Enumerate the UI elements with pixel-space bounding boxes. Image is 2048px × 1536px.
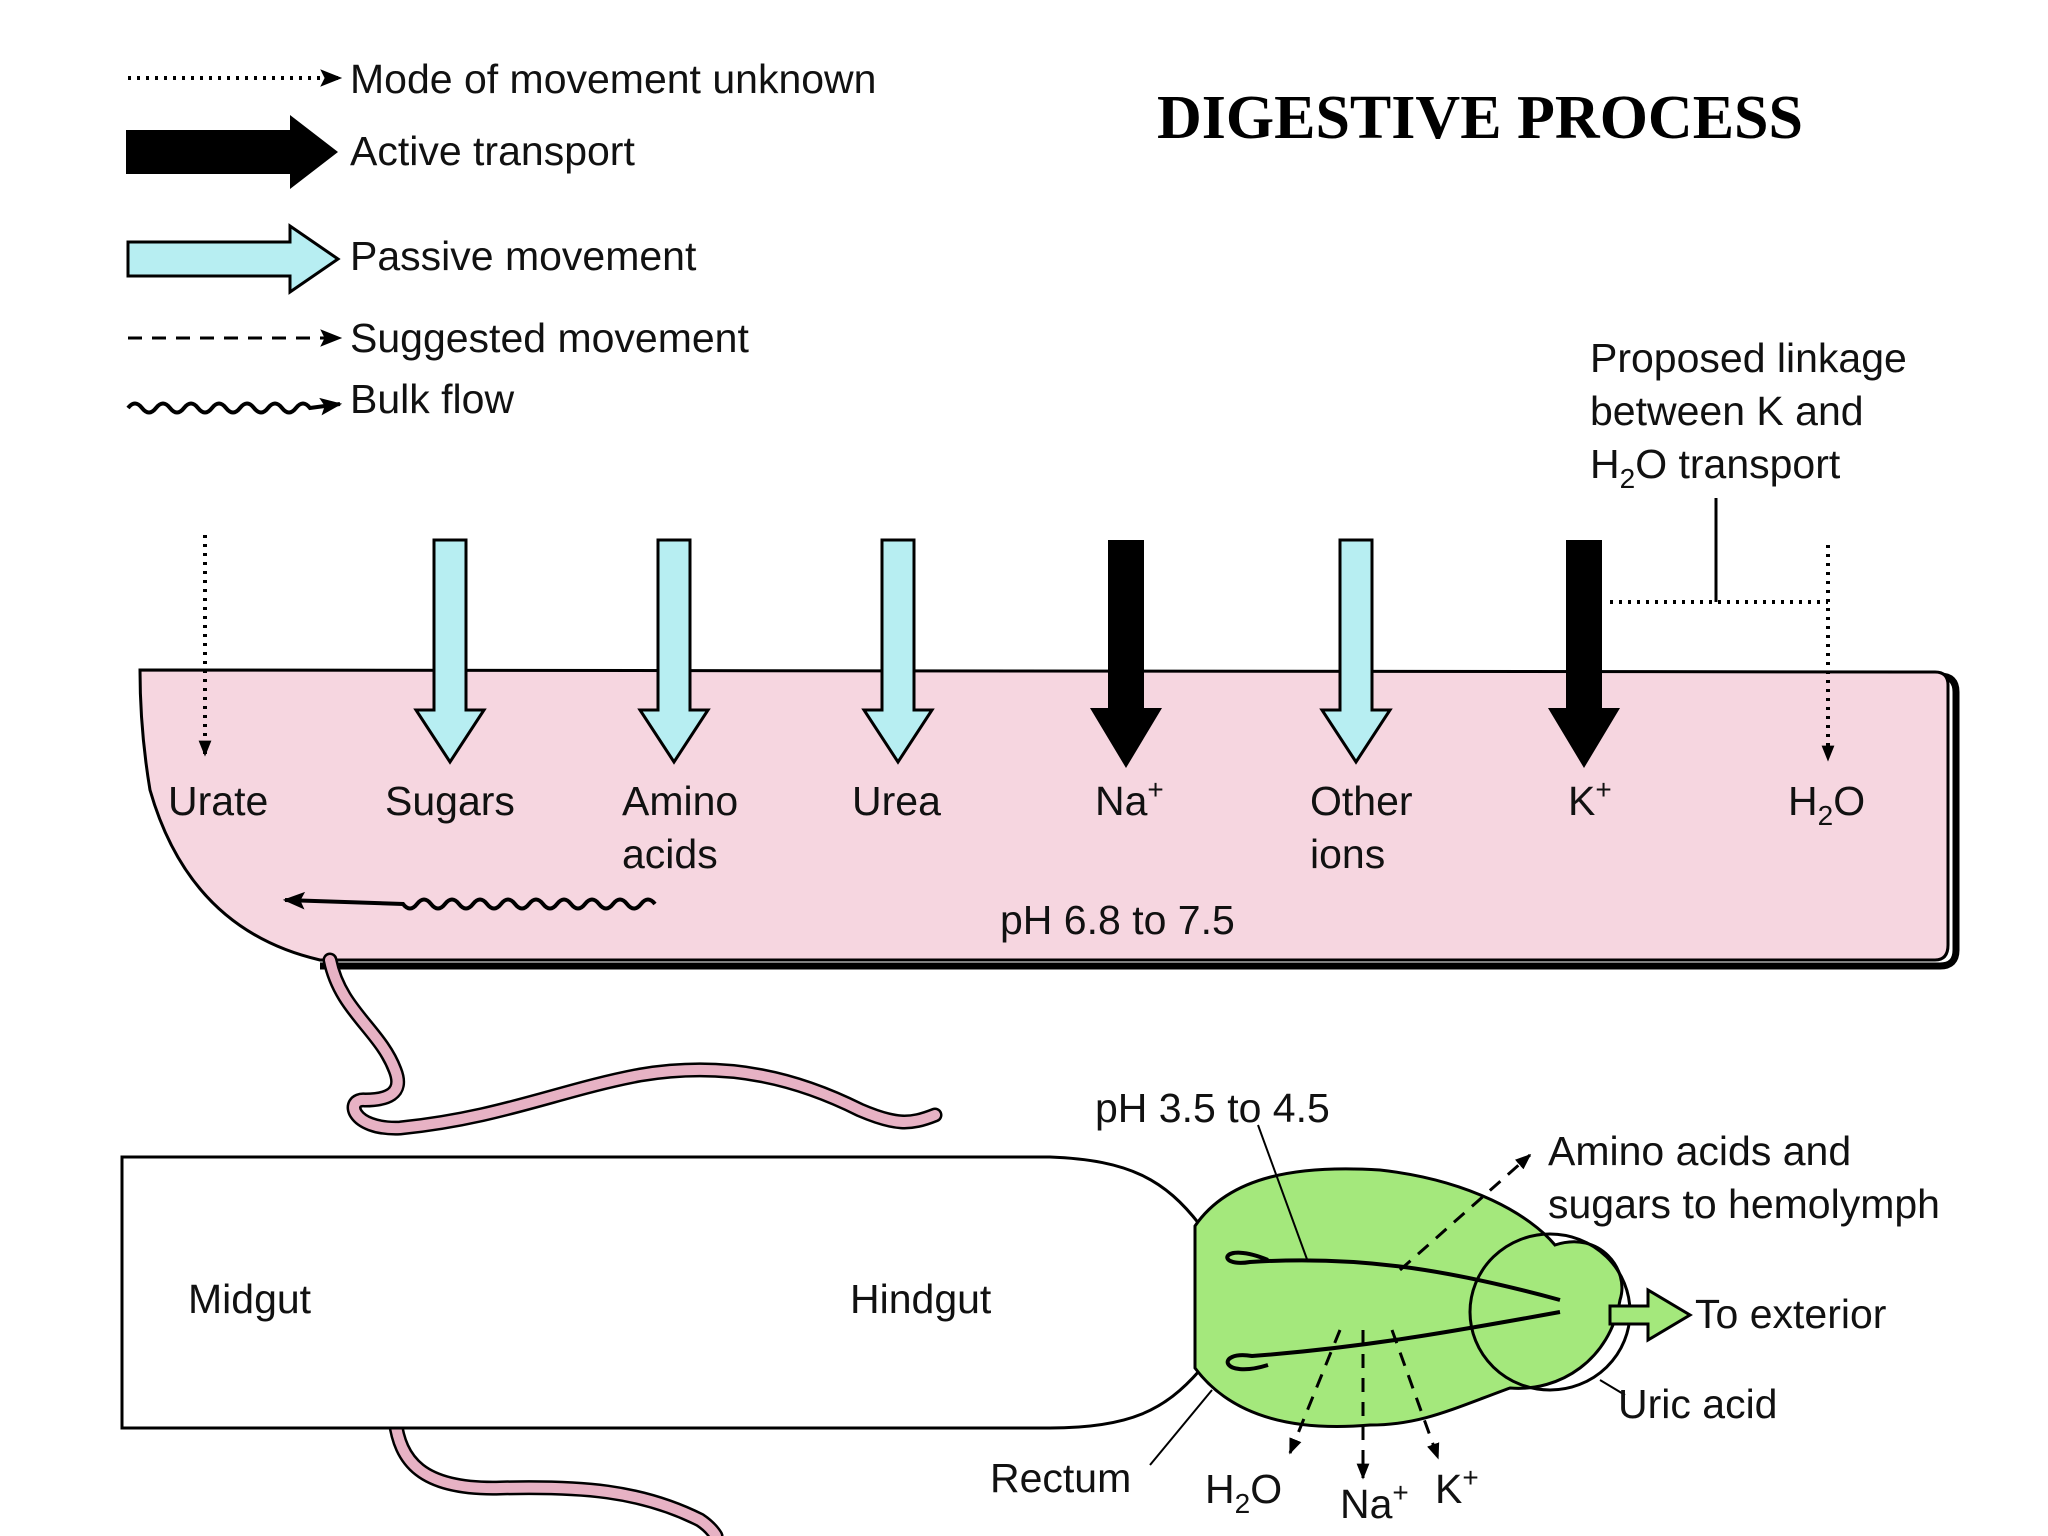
legend-suggested-label: Suggested movement — [350, 315, 749, 361]
legend-unknown: Mode of movement unknown — [128, 56, 876, 102]
legend-passive: Passive movement — [126, 223, 697, 295]
urea-arrow — [861, 538, 935, 765]
linkage-annotation: Proposed linkage between K and H2O trans… — [1590, 335, 1907, 604]
linkage-line-3: H2O transport — [1590, 441, 1841, 494]
legend-passive-label: Passive movement — [350, 233, 697, 279]
rectum-ph-label: pH 3.5 to 4.5 — [1095, 1085, 1330, 1131]
linkage-line-2: between K and — [1590, 388, 1864, 434]
diagram-title: DIGESTIVE PROCESS — [1157, 84, 1803, 152]
hindgut-label: Hindgut — [850, 1276, 992, 1322]
linkage-line-1: Proposed linkage — [1590, 335, 1907, 381]
urea-label: Urea — [852, 778, 941, 824]
to-exterior-label: To exterior — [1695, 1291, 1886, 1337]
legend-suggested: Suggested movement — [128, 315, 749, 361]
potassium-arrow — [1548, 540, 1620, 768]
legend-active: Active transport — [126, 115, 635, 189]
tubule-strand-upper-fill — [325, 955, 940, 1134]
hemolymph-label-2: sugars to hemolymph — [1548, 1181, 1940, 1227]
tubule-labels: Urate Sugars Amino acids Urea Na+ Other … — [168, 774, 1865, 943]
rectal-pad-upper — [1225, 1250, 1561, 1302]
rectal-sodium-label: Na+ — [1340, 1477, 1409, 1527]
other-ions-arrow — [1319, 538, 1393, 765]
legend-active-label: Active transport — [350, 128, 635, 174]
amino-acids-label-2: acids — [622, 831, 718, 877]
rectal-potassium-label: K+ — [1435, 1462, 1479, 1512]
hemolymph-label-1: Amino acids and — [1548, 1128, 1851, 1174]
tubule-ph-label: pH 6.8 to 7.5 — [1000, 897, 1235, 943]
hemolymph-dashed-arrow — [1399, 1153, 1532, 1272]
uric-acid-leader — [1599, 1379, 1626, 1396]
wavy-arrow-icon — [126, 397, 343, 416]
rectal-water-label: H2O — [1205, 1466, 1282, 1519]
rectum-label-leader — [1149, 1389, 1213, 1466]
legend-bulk-label: Bulk flow — [350, 376, 514, 422]
sodium-label: Na+ — [1095, 774, 1164, 824]
water-label: H2O — [1788, 778, 1865, 831]
malpighian-tubule — [138, 668, 1950, 962]
sugars-label: Sugars — [385, 778, 515, 824]
sugars-arrow — [413, 538, 487, 765]
uric-acid-label: Uric acid — [1618, 1381, 1777, 1427]
tubule-arrows — [198, 535, 1835, 768]
midgut-label: Midgut — [188, 1276, 312, 1322]
other-ions-label-1: Other — [1310, 778, 1413, 824]
legend-unknown-label: Mode of movement unknown — [350, 56, 876, 102]
tubule-strand-lower-fill — [390, 1415, 721, 1536]
legend-bulk: Bulk flow — [126, 376, 514, 422]
amino-acids-arrow — [637, 538, 711, 765]
urate-label: Urate — [168, 778, 268, 824]
rectum-arrows — [1288, 1153, 1693, 1480]
other-ions-label-2: ions — [1310, 831, 1385, 877]
sodium-arrow — [1090, 540, 1162, 768]
rectum-ph-leader — [1257, 1124, 1309, 1263]
rectum — [1193, 1167, 1624, 1429]
rectal-pad-lower — [1225, 1310, 1561, 1372]
hollow-arrow-icon — [126, 223, 341, 295]
rectum-label: Rectum — [990, 1455, 1131, 1501]
potassium-label: K+ — [1568, 774, 1612, 824]
legend: Mode of movement unknown Active transpor… — [126, 56, 876, 422]
solid-arrow-icon — [126, 115, 338, 189]
gut-labels: Midgut Hindgut pH 3.5 to 4.5 Amino acids… — [188, 1085, 1940, 1527]
amino-acids-label-1: Amino — [622, 778, 738, 824]
to-exterior-arrow — [1608, 1287, 1693, 1343]
tubule-strands — [322, 952, 943, 1536]
bulk-flow-arrow — [282, 891, 657, 911]
